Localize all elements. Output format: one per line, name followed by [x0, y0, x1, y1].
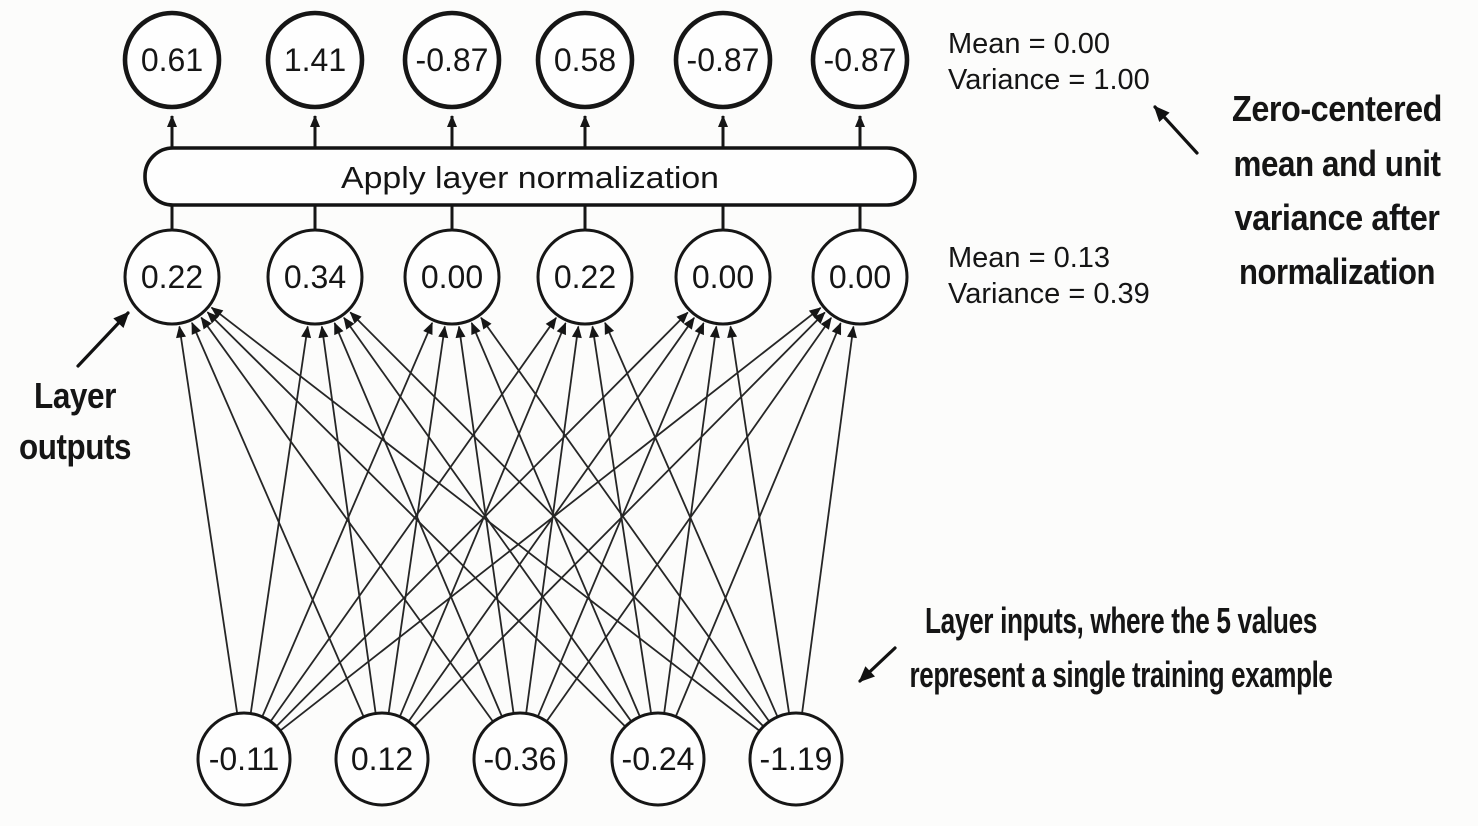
layer-output-value: 0.22 [141, 259, 203, 295]
edge-line [210, 306, 760, 731]
layer-input-node [334, 711, 430, 807]
layer-output-value: 0.00 [421, 259, 483, 295]
apply-layer-normalization-label: Apply layer normalization [341, 160, 719, 195]
normalized-output-value: 1.41 [284, 42, 346, 78]
edge-line [176, 325, 238, 713]
input-to-output-edges [176, 306, 857, 731]
layer-outputs-label-line: Layer [34, 375, 116, 416]
layer-inputs-label-line: Layer inputs, where the 5 values [925, 600, 1317, 641]
zero-centered-label-line: Zero-centered [1232, 88, 1442, 129]
layer-input-value: -1.19 [760, 741, 833, 777]
normalized-output-node [402, 10, 502, 110]
annotation-arrows [76, 105, 1199, 683]
layer-outputs-arrow [76, 311, 130, 368]
zero-centered-label-line: mean and unit [1234, 143, 1441, 184]
layer-input-value: -0.11 [209, 741, 280, 777]
edge-line [270, 317, 557, 722]
normalization-box-group: Apply layer normalization [143, 146, 917, 207]
normalized-output-node [122, 10, 222, 110]
layer-outputs-label-line: outputs [19, 426, 131, 467]
edge-line [206, 311, 626, 727]
layer-output-value: 0.22 [554, 259, 616, 295]
layer-inputs-arrow [858, 646, 897, 683]
edge-line [333, 322, 503, 717]
edge-line [546, 317, 832, 722]
edge-line [480, 316, 770, 722]
stats-after-normalization-line: Variance = 1.00 [948, 64, 1150, 96]
edge-line [470, 322, 641, 717]
edge-line [249, 325, 312, 713]
normalized-output-node [673, 10, 773, 110]
edge-line [727, 325, 790, 713]
edge-line [191, 321, 365, 717]
apply-layer-normalization-box [143, 146, 917, 207]
normalized-output-value: -0.87 [416, 42, 489, 78]
edge-line [801, 325, 857, 713]
edge-line [525, 325, 582, 713]
layer-input-node [610, 711, 706, 807]
layer-output-value: 0.00 [692, 259, 754, 295]
edge-line [589, 325, 652, 713]
zero-centered-label-line: normalization [1239, 251, 1435, 292]
layer-output-node [674, 228, 772, 326]
edge-line [343, 316, 632, 722]
layer-output-node [403, 228, 501, 326]
edge-line [318, 325, 377, 713]
edge-line [349, 311, 764, 727]
edge-line [399, 322, 567, 717]
layer-output-value: 0.00 [829, 259, 891, 295]
annotation-labels: Layer outputs Zero-centered mean and unit va… [19, 88, 1443, 695]
layer-input-node [472, 711, 568, 807]
normalized-output-value: -0.87 [824, 42, 897, 78]
edge-line [200, 316, 494, 722]
stats-before-normalization-line: Variance = 0.39 [948, 278, 1150, 310]
layer-input-node [196, 711, 292, 807]
layer-output-node [811, 228, 909, 326]
normalized-output-node [535, 10, 635, 110]
layer-output-node [536, 228, 634, 326]
layer-input-value: -0.36 [484, 741, 557, 777]
layer-output-node [123, 228, 221, 326]
box-connector-lines [170, 206, 862, 231]
edge-line [604, 321, 778, 717]
layer-inputs-label-line: represent a single training example [910, 654, 1333, 695]
normalized-output-value: 0.58 [554, 42, 616, 78]
layer-output-value: 0.34 [284, 259, 346, 295]
node-circles: 0.61 1.41 -0.87 0.58 -0.87 -0.87 0.22 0.34 0.00 0… [122, 10, 910, 807]
edge-line [414, 311, 826, 727]
layer-input-value: -0.24 [622, 741, 695, 777]
layer-input-value: 0.12 [351, 741, 413, 777]
normalized-output-value: -0.87 [687, 42, 760, 78]
zero-centered-arrow [1153, 105, 1199, 155]
zero-centered-label-line: variance after [1235, 197, 1440, 238]
stats-before-normalization-line: Mean = 0.13 [948, 242, 1110, 274]
stats-after-normalization-line: Mean = 0.00 [948, 28, 1110, 60]
normalized-output-node [265, 10, 365, 110]
normalized-output-value: 0.61 [141, 42, 203, 78]
layer-input-node [748, 711, 844, 807]
layer-output-node [266, 228, 364, 326]
normalized-output-node [810, 10, 910, 110]
edge-line [675, 322, 842, 717]
box-to-output-arrows [167, 115, 865, 149]
